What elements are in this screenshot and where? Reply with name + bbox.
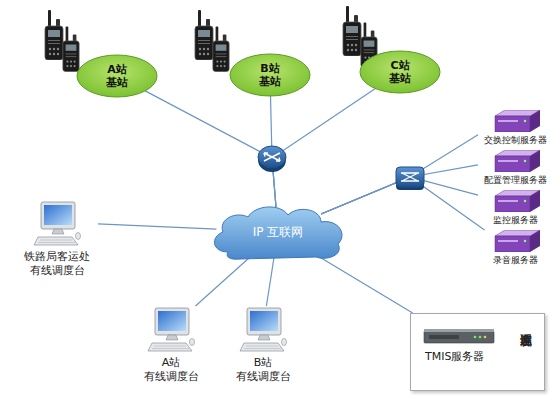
network-link (321, 165, 478, 214)
server-label: 录音服务器 (478, 255, 552, 266)
station-label: C站 基站 (383, 59, 417, 85)
walkie-talkie (63, 27, 79, 72)
dispatch-console: 铁路局客运处 有线调度台 (16, 200, 98, 286)
dispatch-console: B站 有线调度台 (228, 306, 298, 394)
base-station-ellipse: B站 基站 (229, 53, 311, 97)
server-icon (490, 230, 540, 252)
network-link (313, 253, 413, 313)
switch-icon (396, 167, 424, 190)
server-icon (490, 110, 540, 132)
router-icon (258, 146, 286, 172)
text-wrap: IP 互联网 (208, 202, 348, 262)
console-label: B站 有线调度台 (228, 356, 298, 384)
walkie-talkie (343, 6, 361, 56)
server-node: 录音服务器 (478, 230, 552, 268)
dispatch-console: A站 有线调度台 (136, 306, 206, 394)
network-label: IP 互联网 (253, 224, 304, 241)
computer-icon (238, 306, 288, 354)
network-link (272, 89, 375, 208)
computer-icon (32, 200, 82, 248)
walkie-talkie (213, 27, 229, 72)
server-device (423, 328, 495, 344)
network-link (196, 255, 253, 306)
system-box: TMIS服务器 客运调度系统 (410, 313, 545, 391)
console-label: A站 有线调度台 (136, 356, 206, 384)
text-wrap: A站 基站 (76, 54, 158, 98)
network-link (266, 257, 274, 306)
walkie-talkie (45, 10, 63, 60)
computer-icon (146, 306, 196, 354)
server-label: 配置管理服务器 (478, 175, 552, 186)
server-node: 监控服务器 (478, 190, 552, 228)
console-label: 铁路局客运处 有线调度台 (16, 250, 98, 278)
server-label: 交换控制服务器 (478, 135, 552, 146)
network-link (145, 91, 276, 207)
server-node: 配置管理服务器 (478, 150, 552, 188)
station-label: A站 基站 (100, 63, 134, 89)
text-wrap: C站 基站 (359, 50, 441, 94)
network-cloud: IP 互联网 (208, 202, 348, 262)
text-wrap: B站 基站 (229, 53, 311, 97)
base-station-ellipse: C站 基站 (359, 50, 441, 94)
server-label: TMIS服务器 (425, 350, 484, 364)
network-link (321, 135, 478, 214)
walkie-talkie (195, 10, 213, 60)
server-icon (490, 150, 540, 172)
network-link (98, 224, 216, 229)
server-icon (490, 190, 540, 212)
base-station-ellipse: A站 基站 (76, 54, 158, 98)
system-label: 客运调度系统 (517, 324, 534, 364)
server-label: 监控服务器 (478, 215, 552, 226)
station-label: B站 基站 (253, 62, 287, 88)
server-node: 交换控制服务器 (478, 110, 552, 148)
